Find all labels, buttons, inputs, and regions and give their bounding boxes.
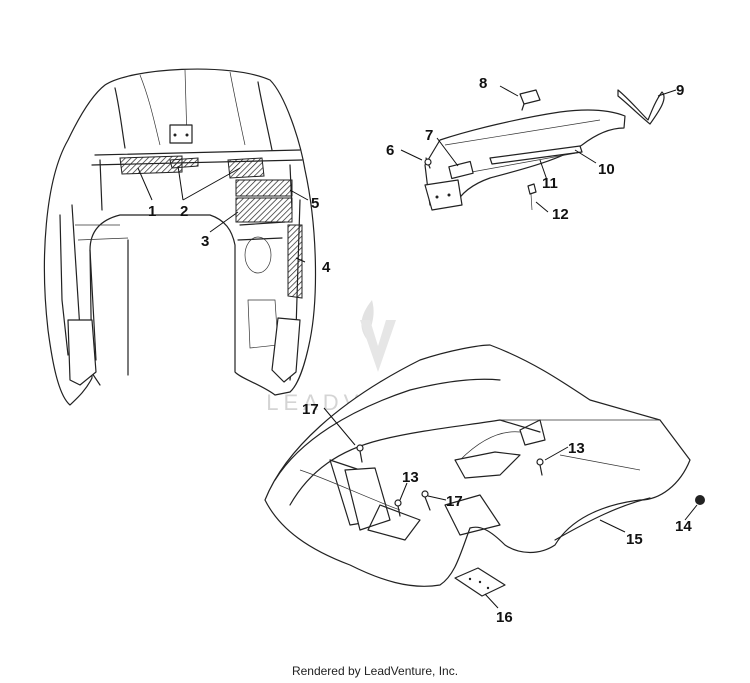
callout-12: 12 — [552, 206, 569, 223]
callout-3: 3 — [201, 233, 209, 250]
callout-5: 5 — [311, 195, 319, 212]
callout-9: 9 — [676, 82, 684, 99]
belly-pan-illustration — [264, 344, 705, 597]
callout-2: 2 — [180, 203, 188, 220]
callout-13a: 13 — [568, 440, 585, 457]
callout-8: 8 — [479, 75, 487, 92]
callout-13b: 13 — [402, 469, 419, 486]
callout-16: 16 — [496, 609, 513, 626]
callout-10: 10 — [598, 161, 615, 178]
callout-14: 14 — [675, 518, 692, 535]
callout-15: 15 — [626, 531, 643, 548]
callout-1: 1 — [148, 203, 156, 220]
callout-6: 6 — [386, 142, 394, 159]
footer-credit: Rendered by LeadVenture, Inc. — [291, 664, 459, 678]
callout-labels: 1 2 3 4 5 6 7 8 9 10 11 12 13 13 14 15 1… — [148, 75, 692, 626]
callout-11: 11 — [542, 175, 558, 192]
leader-lines — [137, 85, 698, 609]
callout-7: 7 — [425, 127, 433, 144]
hood-assembly-illustration — [43, 68, 317, 406]
callout-17a: 17 — [302, 401, 319, 418]
callout-4: 4 — [322, 259, 331, 276]
callout-17b: 17 — [446, 493, 463, 510]
side-panel-illustration — [424, 89, 665, 211]
